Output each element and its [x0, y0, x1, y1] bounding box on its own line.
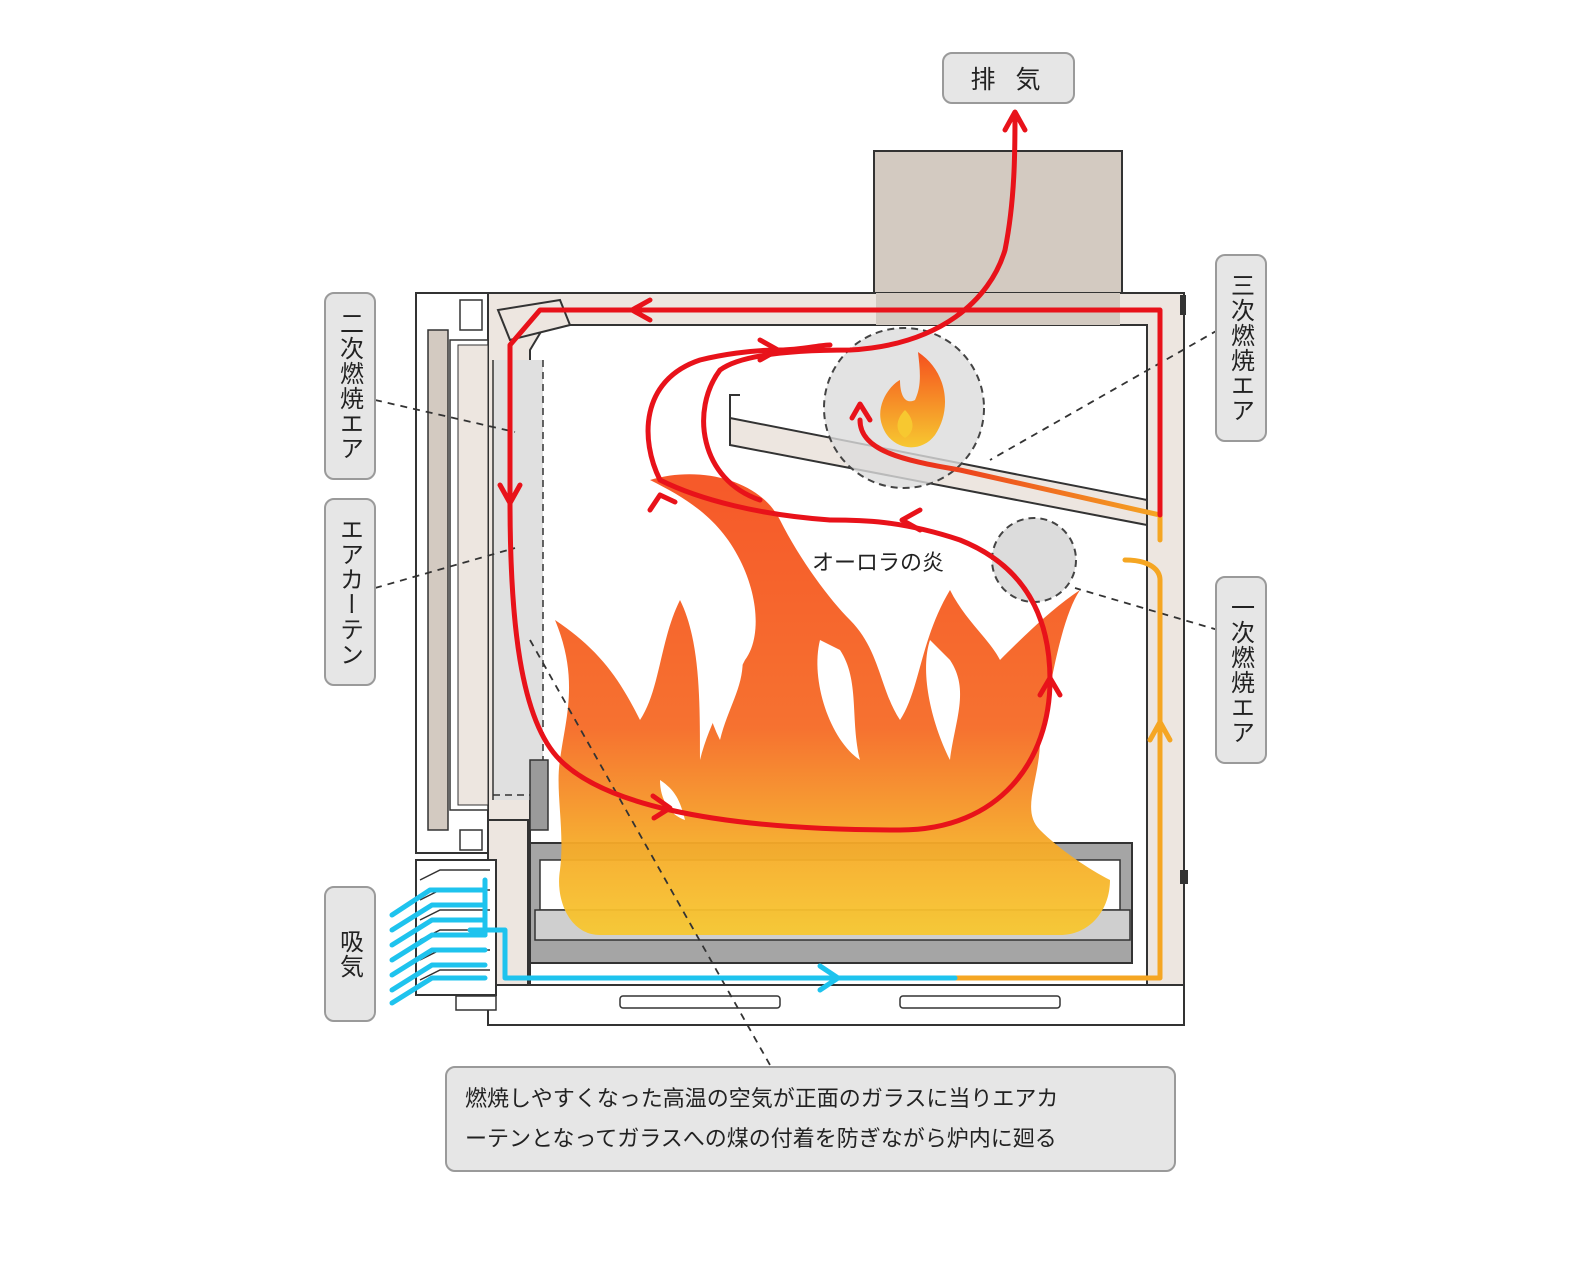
- primary-combustion-circle: [991, 517, 1077, 603]
- aurora-flame-label: オーロラの炎: [812, 551, 945, 576]
- chimney: [873, 150, 1123, 302]
- secondary-air-label: 二次燃焼エア: [324, 292, 376, 480]
- exhaust-label: 排 気: [942, 52, 1075, 104]
- intake-text: 吸気: [335, 929, 364, 979]
- explanation-note: 燃焼しやすくなった高温の空気が正面のガラスに当りエアカ ーテンとなってガラスへの…: [445, 1066, 1176, 1172]
- secondary-air-text: 二次燃焼エア: [335, 311, 364, 461]
- air-curtain-label: エアカーテン: [324, 498, 376, 686]
- air-curtain-text: エアカーテン: [335, 517, 364, 667]
- stove-base: [487, 984, 1185, 1026]
- intake-label: 吸気: [324, 886, 376, 1022]
- note-line-2: ーテンとなってガラスへの煤の付着を防ぎながら炉内に廻る: [465, 1127, 1057, 1152]
- leader-lines: [374, 329, 1219, 1066]
- primary-air-label: 一次燃焼エア: [1215, 576, 1267, 764]
- intake-air-flow: [389, 877, 958, 1006]
- primary-air-text: 一次燃焼エア: [1226, 595, 1255, 745]
- small-flame: [880, 352, 946, 448]
- tertiary-air-text: 三次燃焼エア: [1226, 273, 1255, 423]
- air-curtain-zone: [493, 360, 543, 800]
- primary-air-flow: [952, 512, 1163, 981]
- note-line-1: 燃焼しやすくなった高温の空気が正面のガラスに当りエアカ: [465, 1087, 1059, 1112]
- tertiary-air-label: 三次燃焼エア: [1215, 254, 1267, 442]
